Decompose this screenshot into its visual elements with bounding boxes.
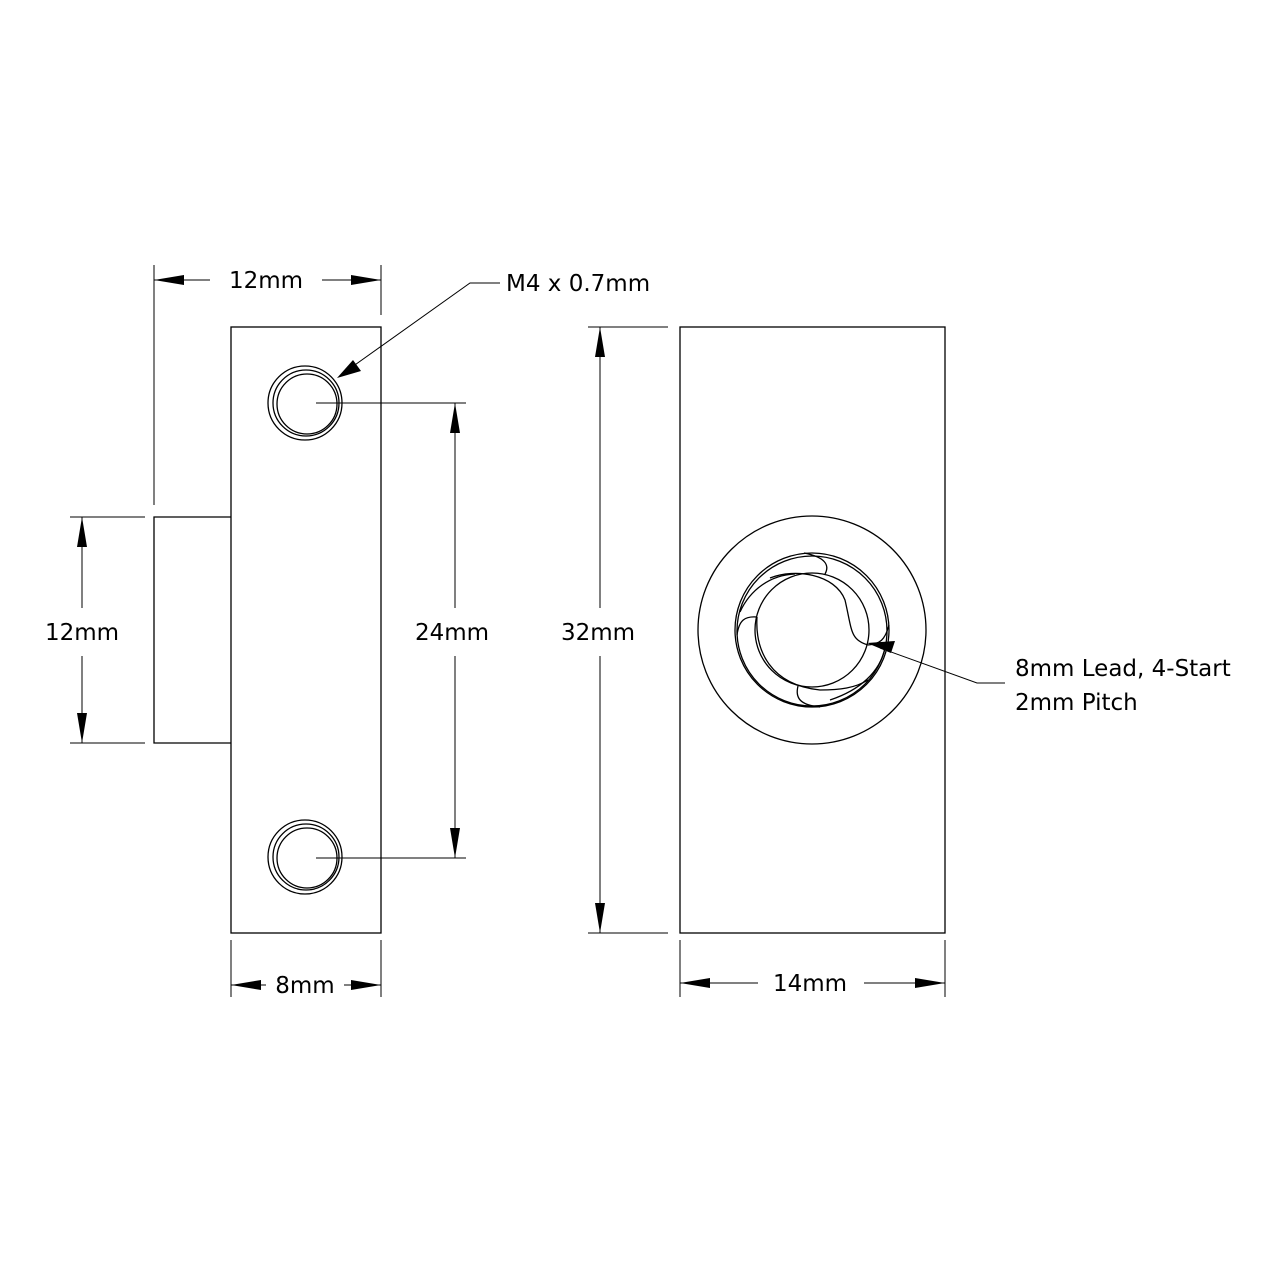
- thread-callout-label: M4 x 0.7mm: [506, 271, 650, 297]
- side-body: [230, 326, 382, 934]
- dim-32mm: [588, 326, 668, 934]
- dim-label-14mm: 14mm: [773, 971, 847, 997]
- dim-12mm-boss: [70, 516, 145, 744]
- front-view: [679, 326, 946, 934]
- dim-8mm: [230, 940, 382, 997]
- side-view: [153, 326, 382, 934]
- front-body: [679, 326, 946, 934]
- dim-label-32mm: 32mm: [561, 620, 635, 646]
- lead-leader: [867, 641, 1005, 684]
- dim-label-12mm-boss: 12mm: [45, 620, 119, 646]
- dim-label-24mm: 24mm: [415, 620, 489, 646]
- lead-callout-line2: 2mm Pitch: [1015, 690, 1138, 716]
- flange-circle: [697, 515, 927, 745]
- threaded-bore: [734, 552, 890, 708]
- mounting-hole-bottom: [267, 819, 343, 895]
- side-boss: [153, 516, 231, 744]
- thread-leader: [337, 282, 500, 378]
- dim-label-8mm: 8mm: [275, 973, 334, 999]
- dim-24mm: [316, 402, 466, 859]
- dim-label-12mm-top: 12mm: [229, 268, 303, 294]
- dim-12mm-top: [153, 265, 382, 505]
- lead-callout-line1: 8mm Lead, 4-Start: [1015, 656, 1231, 682]
- dim-14mm: [679, 940, 946, 997]
